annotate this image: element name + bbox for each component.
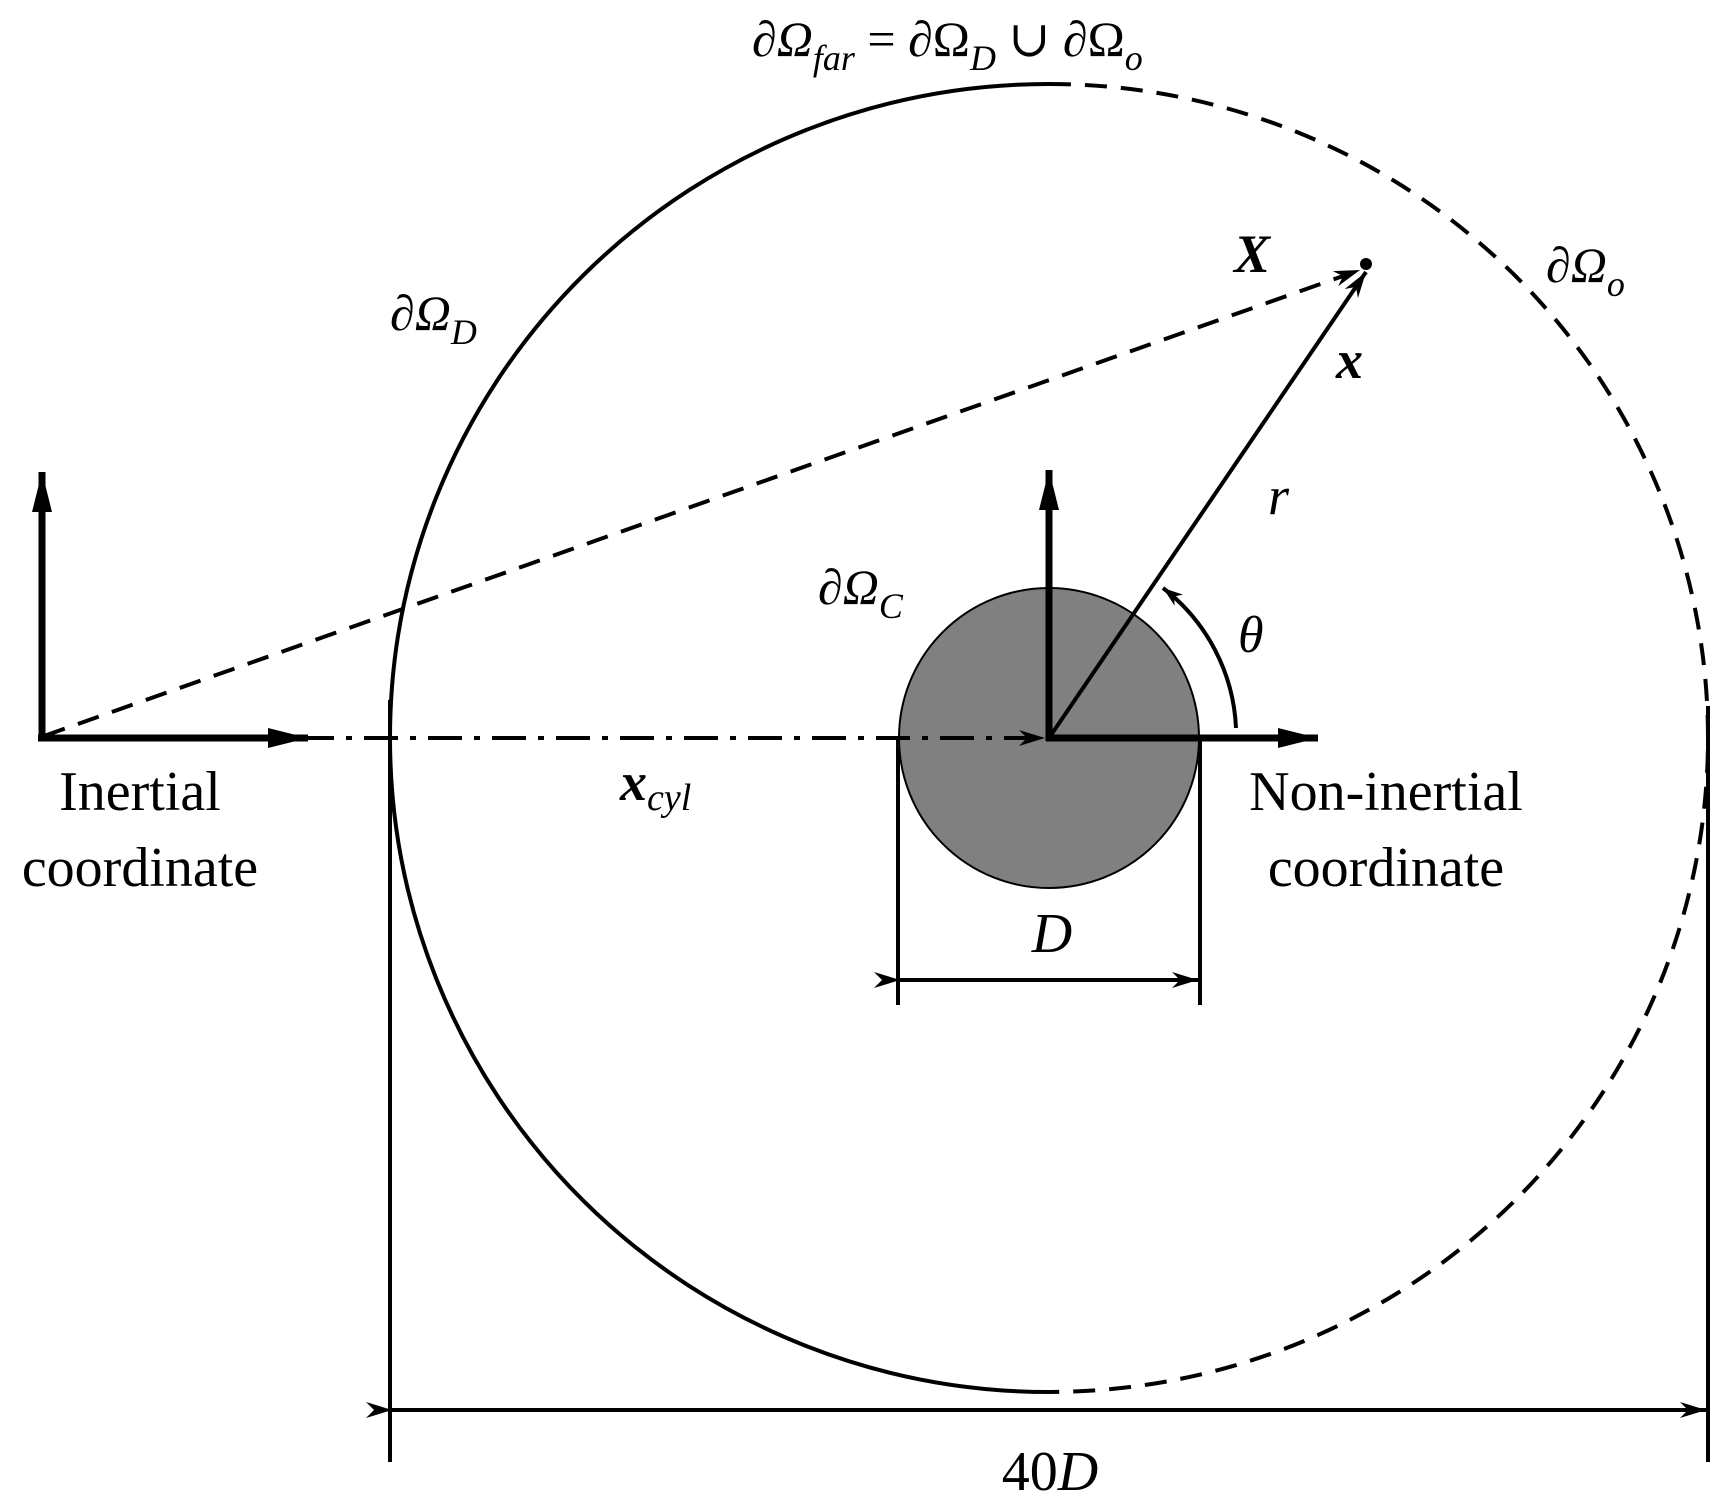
relative-position-vector-x — [1047, 270, 1368, 740]
position-vector-X — [43, 268, 1361, 738]
outflow-boundary-label: ∂Ωo — [1546, 237, 1625, 304]
far-field-boundary-label: ∂Ωfar = ∂ΩD ∪ ∂Ωo — [752, 11, 1143, 78]
vector-X-label: X — [1232, 224, 1272, 284]
x-cyl-label: xcyl — [619, 752, 691, 819]
vector-x-label: x — [1335, 330, 1363, 390]
domain-diameter-label: 40D — [1002, 1441, 1098, 1503]
cylinder-diameter-label: D — [1031, 903, 1072, 965]
field-point — [1360, 258, 1372, 270]
theta-label: θ — [1238, 607, 1264, 664]
cylinder-boundary-label: ∂ΩC — [818, 559, 904, 626]
noninertial-frame-label-line2: coordinate — [1268, 837, 1504, 899]
noninertial-frame-label-line1: Non-inertial — [1249, 761, 1523, 823]
theta-angle-arc — [1161, 586, 1238, 729]
outflow-boundary-arc — [1048, 82, 1710, 1394]
inertial-frame-label-line2: coordinate — [22, 837, 258, 899]
inertial-frame-label-line1: Inertial — [59, 761, 221, 823]
dirichlet-boundary-label: ∂ΩD — [390, 285, 477, 352]
radius-r-label: r — [1268, 466, 1290, 526]
